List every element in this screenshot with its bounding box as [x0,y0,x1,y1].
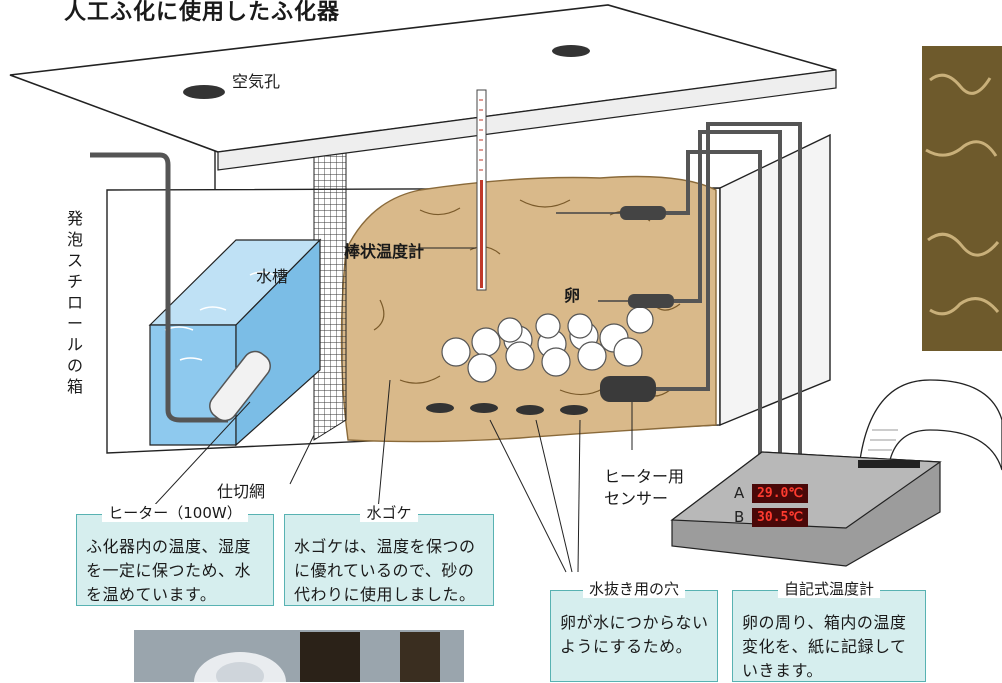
callout-recorder-title: 自記式温度計 [777,580,880,598]
recorder-display-a: 29.0℃ [752,484,808,503]
callout-heater-body: ふ化器内の温度、湿度を一定に保つため、水を温めています。 [86,537,252,604]
photo-moss [922,46,1002,351]
callout-moss: 水ゴケ 水ゴケは、温度を保つのに優れているので、砂の代わりに使用しました。 [284,504,494,606]
label-water-tank: 水槽 [256,267,289,286]
sensors-cables [556,122,802,460]
callout-heater: ヒーター（100W） ふ化器内の温度、湿度を一定に保つため、水を温めています。 [76,504,274,606]
label-thermometer: 棒状温度計 [344,242,425,261]
callout-recorder-body: 卵の周り、箱内の温度変化を、紙に記録していきます。 [742,613,907,680]
thermometer [476,89,487,291]
callout-moss-title: 水ゴケ [360,504,418,522]
label-air-hole: 空気孔 [232,72,281,91]
label-foam-box: 発泡スチロールの箱 [66,209,83,396]
label-partition-net: 仕切網 [217,482,266,501]
callout-recorder: 自記式温度計 卵の周り、箱内の温度変化を、紙に記録していきます。 [732,580,926,682]
photo-bottom [134,630,464,682]
drain-holes [426,403,588,415]
recorder-display-b: 30.5℃ [752,508,808,527]
label-heater-sensor: ヒーター用 センサー [604,467,685,508]
moss-bed [340,175,717,443]
eggs [441,306,654,383]
heater [90,152,271,423]
lid [9,4,837,171]
callout-heater-title: ヒーター（100W） [102,504,248,522]
callout-drain-body: 卵が水につからないようにするため。 [560,613,709,656]
callout-moss-body: 水ゴケは、温度を保つのに優れているので、砂の代わりに使用しました。 [294,537,476,604]
recorder-label-b: B [734,508,745,526]
pointer-lines [149,247,633,573]
recorder-label-a: A [734,484,745,502]
label-egg: 卵 [564,286,581,305]
callout-drain-title: 水抜き用の穴 [582,580,685,598]
callout-drain-hole: 水抜き用の穴 卵が水につからないようにするため。 [550,580,718,682]
diagram-title: 人工ふ化に使用したふ化器 [64,0,341,25]
